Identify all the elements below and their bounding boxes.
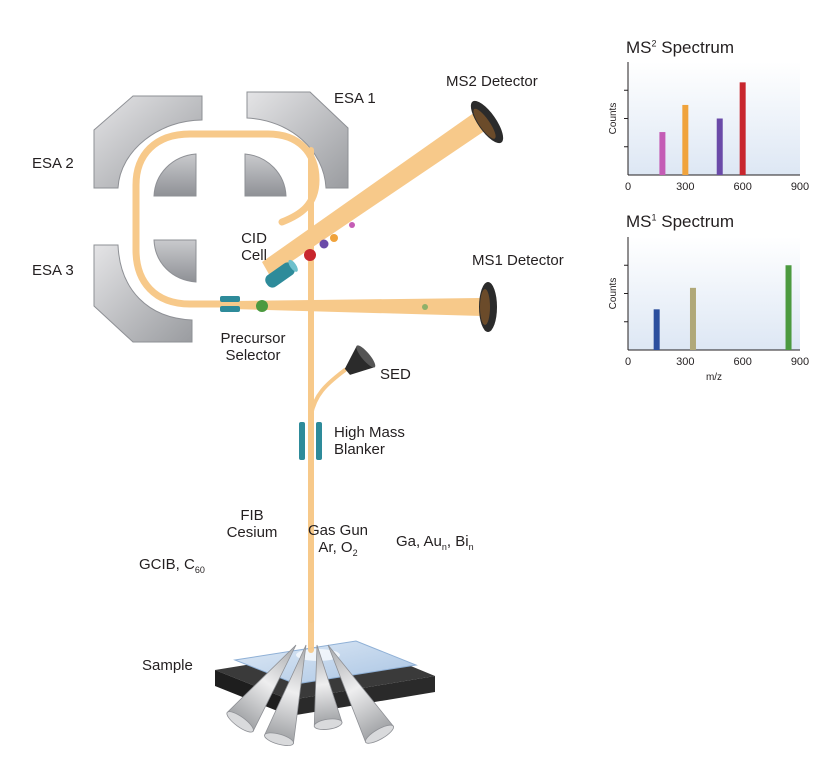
chart-ylabel: Counts (608, 103, 619, 135)
esa2-label: ESA 2 (32, 155, 74, 172)
precursor-selector (220, 296, 240, 312)
chart-plot-area (628, 62, 800, 175)
chart-x-tick-label: 300 (676, 181, 694, 193)
cid-cell-label: CID Cell (241, 230, 267, 264)
chart-bar (716, 118, 723, 175)
chart-bar (659, 132, 666, 175)
fragment-ion-purple (319, 239, 329, 249)
chart-x-tick-label: 900 (791, 356, 809, 368)
gas-gun-label: Gas Gun Ar, O2 (307, 522, 369, 558)
gcib-gun (226, 644, 297, 733)
ms1-spectrum-chart: 0 300 600 900 Counts m/z (608, 237, 809, 383)
ms2-detector-icon (470, 100, 504, 144)
esa3-inner-electrode (153, 239, 197, 283)
ms2-beam (262, 110, 486, 276)
chart-bar (682, 104, 689, 175)
chart-bar (739, 82, 746, 175)
high-mass-blanker-label: High Mass Blanker (334, 424, 405, 458)
ms2-detector-label: MS2 Detector (446, 73, 538, 90)
precursor-selector-label: Precursor Selector (220, 330, 286, 364)
chart-xlabel: m/z (706, 372, 722, 383)
esa1-label: ESA 1 (334, 90, 376, 107)
esa-electrodes (93, 91, 349, 343)
gcib-label: GCIB, C60 (139, 556, 205, 575)
fib-cesium-label: FIB Cesium (226, 507, 278, 541)
chart-x-tick-label: 300 (676, 356, 694, 368)
cid-cell (265, 259, 298, 288)
ms1-chart-title: MS1 Spectrum (626, 212, 734, 231)
chart-ylabel: Counts (608, 278, 619, 310)
esa3-label: ESA 3 (32, 262, 74, 279)
esa2-outer-electrode (93, 95, 203, 189)
esa2-inner-electrode (153, 153, 197, 197)
ms1-ion-dot (422, 304, 428, 310)
sed-beam-branch (309, 368, 347, 417)
sed-detector-icon (344, 345, 376, 375)
fragment-ion-red (304, 249, 316, 261)
chart-bar (785, 265, 792, 350)
fib-cesium-gun (264, 644, 307, 746)
high-mass-blanker (299, 422, 322, 460)
ms1-detector-icon (479, 282, 497, 332)
ion-guns (226, 567, 394, 746)
chart-bar (689, 287, 696, 350)
gas-gun (313, 644, 343, 730)
fragment-ion-pink (349, 222, 355, 228)
esa-loop-beam (132, 130, 320, 308)
precursor-ion-dot (256, 300, 268, 312)
fragment-ion-orange (330, 234, 338, 242)
chart-x-tick-label: 0 (625, 356, 631, 368)
ms2-spectrum-chart: 0 300 600 900 Counts (608, 62, 809, 193)
chart-x-tick-label: 600 (733, 181, 751, 193)
ms2-chart-title: MS2 Spectrum (626, 38, 734, 57)
chart-x-tick-label: 600 (733, 356, 751, 368)
sed-label: SED (380, 366, 411, 383)
esa1-inner-electrode (244, 153, 287, 197)
chart-x-tick-label: 0 (625, 181, 631, 193)
ms1-beam (232, 298, 482, 316)
chart-x-tick-label: 900 (791, 181, 809, 193)
chart-bar (653, 309, 660, 350)
ms1-detector-label: MS1 Detector (472, 252, 564, 269)
ga-au-bi-label: Ga, Aun, Bin (396, 533, 474, 552)
esa3-outer-electrode (93, 244, 193, 343)
sample-label: Sample (142, 657, 193, 674)
ga-au-bi-gun (327, 644, 394, 744)
